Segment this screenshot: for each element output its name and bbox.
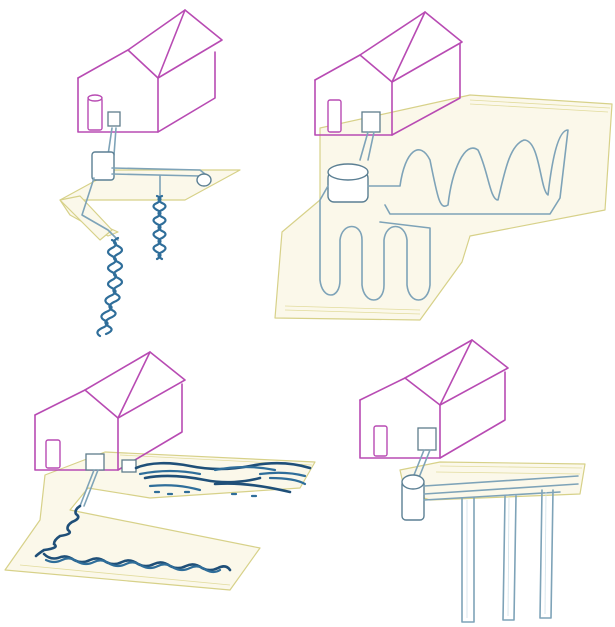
manifold-unit: [92, 152, 114, 180]
water-tank: [328, 100, 341, 132]
heat-pump-indoor: [108, 112, 120, 126]
heat-pump-indoor: [362, 112, 380, 132]
heat-pump-outdoor: [122, 460, 136, 472]
panel-horizontal-serpentine: [275, 12, 612, 320]
panel-vertical-boreholes: [60, 10, 240, 336]
water-tank: [374, 426, 387, 456]
borehole-cap: [197, 174, 211, 186]
manifold-unit: [328, 164, 368, 202]
heat-pump-indoor: [418, 428, 436, 450]
panel-vertical-u-tube: [360, 340, 585, 622]
ground-plane: [275, 95, 612, 320]
borehole-coil-right-2: [154, 196, 161, 259]
manifold-unit: [402, 475, 424, 520]
heat-pump-indoor: [86, 454, 104, 470]
u-tube-well-2: [503, 496, 516, 620]
panel-horizontal-slinky: [5, 352, 315, 590]
borehole-coil-left-2: [97, 240, 116, 336]
water-tank: [46, 440, 60, 468]
water-tank: [88, 95, 102, 130]
u-tube-well-3: [540, 490, 553, 618]
u-tube-well-1: [462, 498, 474, 622]
